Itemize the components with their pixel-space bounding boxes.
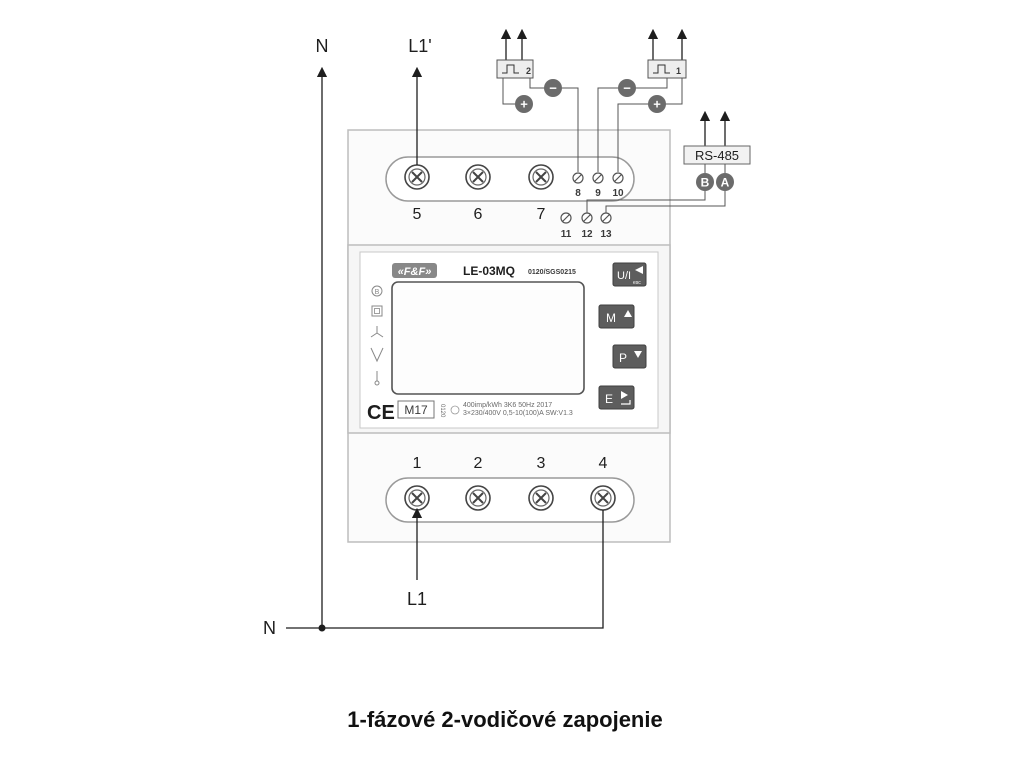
- aux-label-12: 12: [581, 229, 593, 240]
- aux-label-10: 10: [612, 188, 624, 199]
- enter-icon: [621, 400, 631, 405]
- esc-label: esc: [633, 280, 641, 286]
- model-code: 0120/SGS0215: [528, 269, 576, 276]
- plus-sign-left: +: [520, 97, 528, 112]
- b-status-icon: [371, 285, 383, 297]
- aux-terminal-12-icon: [581, 212, 593, 224]
- pulse-symbol-icon: [653, 64, 670, 74]
- ui-esc-button[interactable]: U/I esc: [612, 262, 647, 287]
- aux-label-8: 8: [575, 188, 581, 199]
- arrow-down-icon: [634, 351, 642, 358]
- arrow-left-icon: [635, 266, 643, 274]
- pulse-output-label-2: 2: [526, 66, 531, 76]
- voltage-icon: [370, 347, 384, 363]
- main-wiring: [286, 66, 604, 629]
- terminal-4-screw-icon: [590, 485, 616, 511]
- plus-badge-left: [515, 95, 533, 113]
- minus-sign-left: −: [549, 81, 557, 96]
- terminal-label-3: 3: [537, 455, 546, 472]
- rs485-a-label: A: [721, 176, 730, 190]
- lcd-display: [391, 281, 585, 395]
- meter-front-panel: «F&F» LE-03MQ 0120/SGS0215 B U/I esc M: [367, 262, 647, 424]
- minus-badge-right: [618, 79, 636, 97]
- ground-icon: [374, 371, 380, 386]
- spec-line-2: 3×230/400V 0,5-10(100)A SW:V1.3: [463, 410, 573, 417]
- double-insulation-icon: [371, 305, 383, 317]
- terminal-7-screw-icon: [528, 164, 554, 190]
- terminal-label-5: 5: [413, 206, 422, 223]
- p-button-label: P: [619, 351, 627, 365]
- e-button-label: E: [605, 392, 613, 406]
- aux-label-13: 13: [600, 229, 612, 240]
- aux-label-11: 11: [561, 229, 572, 240]
- terminal-5-screw-icon: [404, 164, 430, 190]
- arrow-right-icon: [621, 391, 628, 399]
- arrow-up-icon: [624, 310, 632, 317]
- label-l1: L1: [407, 589, 427, 609]
- p-down-button[interactable]: P: [612, 344, 647, 369]
- aux-terminal-10-icon: [612, 172, 624, 184]
- rs485-interface: RS-485 B A: [683, 110, 751, 191]
- rs485-b-label: B: [701, 176, 710, 190]
- m17-code: 0120: [439, 404, 445, 418]
- aux-terminal-11-icon: [560, 212, 572, 224]
- minus-badge-left: [544, 79, 562, 97]
- top-terminal-strip: [385, 156, 635, 202]
- rs485-a-badge: [716, 173, 734, 191]
- terminal-label-7: 7: [537, 206, 546, 223]
- rs485-b-badge: [696, 173, 714, 191]
- m-button-label: M: [606, 311, 616, 325]
- diagram-caption: 1-fázové 2-vodičové zapojenie: [347, 707, 662, 732]
- pulse-output-2: 2: [496, 28, 534, 79]
- label-n-top: N: [316, 36, 329, 56]
- rs485-label: RS-485: [695, 148, 739, 163]
- pulse-wiring: [502, 78, 683, 172]
- ui-button-label: U/I: [617, 270, 631, 282]
- pulse-output-1: 1: [647, 28, 688, 79]
- e-enter-button[interactable]: E: [598, 385, 635, 410]
- plus-sign-right: +: [653, 97, 661, 112]
- three-phase-icon: [370, 326, 384, 338]
- brand-logo-text: «F&F»: [398, 266, 432, 278]
- m17-label: M17: [404, 403, 428, 417]
- model-name: LE-03MQ: [463, 264, 515, 278]
- minus-sign-right: −: [623, 81, 631, 96]
- terminal-label-1: 1: [413, 455, 422, 472]
- svg-text:B: B: [375, 289, 380, 296]
- terminal-3-screw-icon: [528, 485, 554, 511]
- terminal-1-screw-icon: [404, 485, 430, 511]
- aux-label-9: 9: [595, 188, 601, 199]
- plus-badge-right: [648, 95, 666, 113]
- blank-indicator-icon: [450, 405, 460, 415]
- aux-terminal-8-icon: [572, 172, 584, 184]
- bottom-terminal-strip: [385, 477, 635, 523]
- m17-box: [397, 400, 435, 419]
- m-up-button[interactable]: M: [598, 304, 635, 329]
- terminal-6-screw-icon: [465, 164, 491, 190]
- terminal-2-screw-icon: [465, 485, 491, 511]
- brand-logo: [392, 263, 437, 278]
- terminal-label-2: 2: [474, 455, 483, 472]
- pulse-output-label-1: 1: [676, 66, 681, 76]
- spec-line-1: 400imp/kWh 3K6 50Hz 2017: [463, 402, 552, 409]
- ce-mark: CE: [367, 402, 395, 424]
- label-n-bottom: N: [263, 618, 276, 638]
- terminal-label-6: 6: [474, 206, 483, 223]
- pulse-symbol-icon: [502, 64, 519, 74]
- aux-terminal-9-icon: [592, 172, 604, 184]
- aux-terminal-13-icon: [600, 212, 612, 224]
- rs485-wiring: [586, 164, 726, 213]
- terminal-label-4: 4: [599, 455, 608, 472]
- neutral-junction-dot: [318, 624, 326, 632]
- label-l1-prime: L1': [408, 36, 431, 56]
